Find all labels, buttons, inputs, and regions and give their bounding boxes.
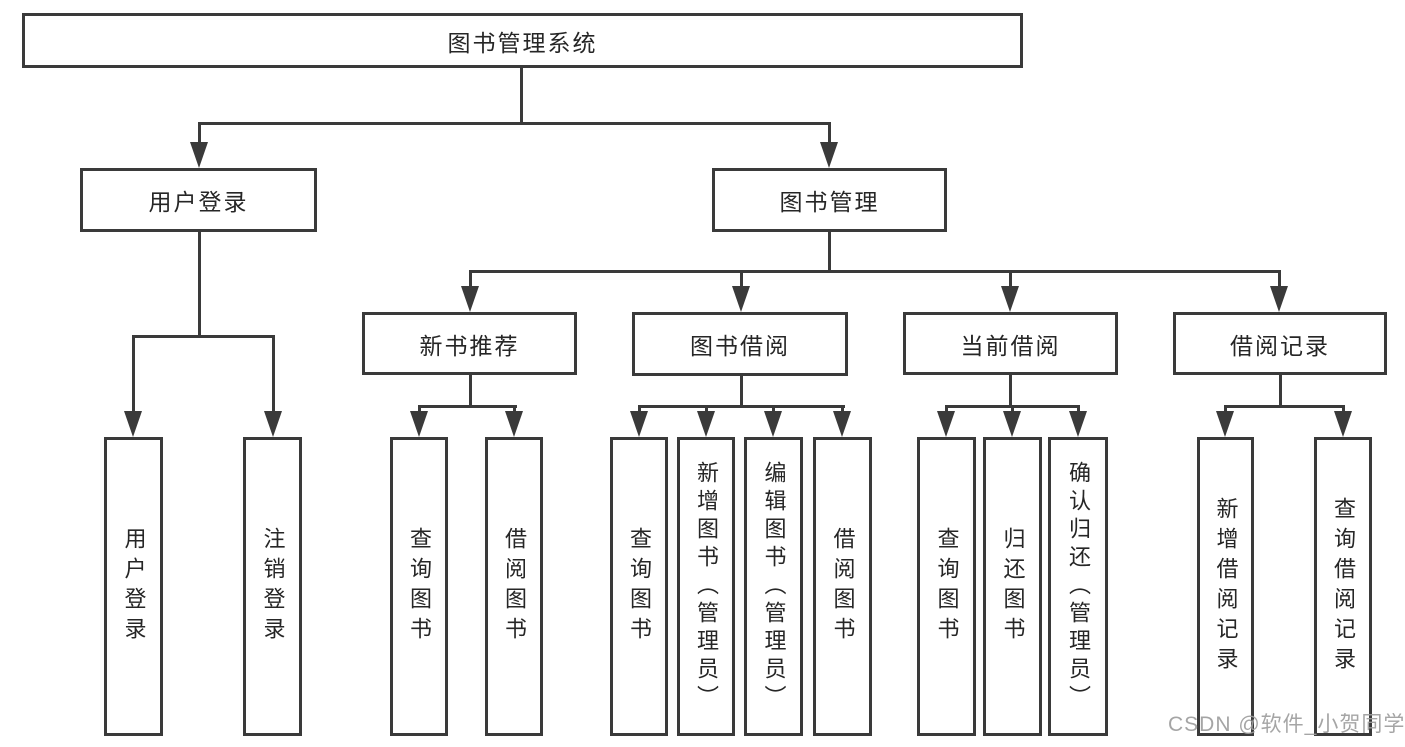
connector-line — [132, 338, 135, 414]
connector-line — [1279, 375, 1282, 408]
leaf-label: 查询图书 — [627, 526, 652, 647]
arrowhead-icon — [697, 411, 715, 437]
node-book-borrowing: 图书借阅 — [632, 312, 848, 376]
leaf-query-books-borrowing: 查询图书 — [610, 437, 668, 736]
connector-line — [1224, 405, 1345, 408]
connector-line — [469, 273, 472, 288]
arrowhead-icon — [264, 411, 282, 437]
leaf-user-login: 用户登录 — [104, 437, 163, 736]
arrowhead-icon — [410, 411, 428, 437]
leaf-borrow-books-borrowing: 借阅图书 — [813, 437, 872, 736]
leaf-query-books-current: 查询图书 — [917, 437, 976, 736]
leaf-label: 查询借阅记录 — [1331, 496, 1356, 677]
connector-line — [1278, 273, 1281, 288]
node-label: 图书管理系统 — [447, 29, 598, 56]
leaf-label: 新增图书（管理员） — [694, 460, 719, 713]
leaf-label: 查询图书 — [407, 526, 432, 647]
connector-line — [1009, 375, 1012, 408]
connector-line — [132, 335, 275, 338]
arrowhead-icon — [630, 411, 648, 437]
node-library-management-system: 图书管理系统 — [22, 13, 1023, 68]
connector-line — [418, 405, 517, 408]
arrowhead-icon — [1216, 411, 1234, 437]
leaf-edit-book-admin: 编辑图书（管理员） — [744, 437, 803, 736]
leaf-label: 编辑图书（管理员） — [761, 460, 787, 713]
connector-line — [272, 338, 275, 414]
connector-line — [520, 68, 523, 125]
node-label: 用户登录 — [148, 189, 249, 215]
connector-line — [828, 232, 831, 273]
connector-line — [198, 232, 201, 338]
connector-line — [828, 125, 831, 145]
leaf-label: 用户登录 — [121, 526, 147, 647]
leaf-add-book-admin: 新增图书（管理员） — [677, 437, 735, 736]
arrowhead-icon — [1270, 286, 1288, 312]
node-label: 当前借阅 — [960, 332, 1061, 359]
leaf-add-borrow-record: 新增借阅记录 — [1197, 437, 1254, 736]
leaf-logout: 注销登录 — [243, 437, 302, 736]
leaf-borrow-books-recommend: 借阅图书 — [485, 437, 543, 736]
node-label: 新书推荐 — [419, 332, 520, 359]
csdn-watermark: CSDN @软件_小贺同学 — [1168, 713, 1405, 736]
arrowhead-icon — [732, 286, 750, 312]
connector-line — [945, 405, 1080, 408]
leaf-confirm-return-admin: 确认归还（管理员） — [1048, 437, 1108, 736]
connector-line — [638, 405, 845, 408]
arrowhead-icon — [764, 411, 782, 437]
node-user-login: 用户登录 — [80, 168, 317, 232]
connector-line — [1009, 273, 1012, 288]
arrowhead-icon — [820, 142, 838, 168]
leaf-label: 新增借阅记录 — [1213, 496, 1239, 677]
node-borrow-records: 借阅记录 — [1173, 312, 1387, 375]
connector-line — [469, 270, 1281, 273]
connector-line — [740, 273, 743, 288]
leaf-return-book: 归还图书 — [983, 437, 1042, 736]
leaf-label: 归还图书 — [1000, 526, 1026, 647]
arrowhead-icon — [1003, 411, 1021, 437]
arrowhead-icon — [937, 411, 955, 437]
leaf-label: 查询图书 — [934, 526, 960, 647]
arrowhead-icon — [124, 411, 142, 437]
arrowhead-icon — [1001, 286, 1019, 312]
leaf-label: 注销登录 — [260, 526, 286, 647]
node-book-management: 图书管理 — [712, 168, 947, 232]
node-label: 图书管理 — [779, 189, 880, 215]
connector-line — [198, 122, 831, 125]
arrowhead-icon — [1334, 411, 1352, 437]
node-current-borrowing: 当前借阅 — [903, 312, 1118, 375]
arrowhead-icon — [833, 411, 851, 437]
node-label: 图书借阅 — [690, 333, 790, 359]
node-label: 借阅记录 — [1230, 332, 1330, 359]
connector-line — [198, 125, 201, 145]
arrowhead-icon — [505, 411, 523, 437]
leaf-label: 借阅图书 — [830, 526, 856, 647]
connector-line — [469, 375, 472, 408]
leaf-query-borrow-record: 查询借阅记录 — [1314, 437, 1372, 736]
arrowhead-icon — [190, 142, 208, 168]
node-new-book-recommend: 新书推荐 — [362, 312, 577, 375]
leaf-label: 确认归还（管理员） — [1066, 460, 1091, 713]
leaf-label: 借阅图书 — [502, 526, 527, 647]
arrowhead-icon — [461, 286, 479, 312]
connector-line — [740, 376, 743, 408]
leaf-query-books-recommend: 查询图书 — [390, 437, 448, 736]
arrowhead-icon — [1069, 411, 1087, 437]
